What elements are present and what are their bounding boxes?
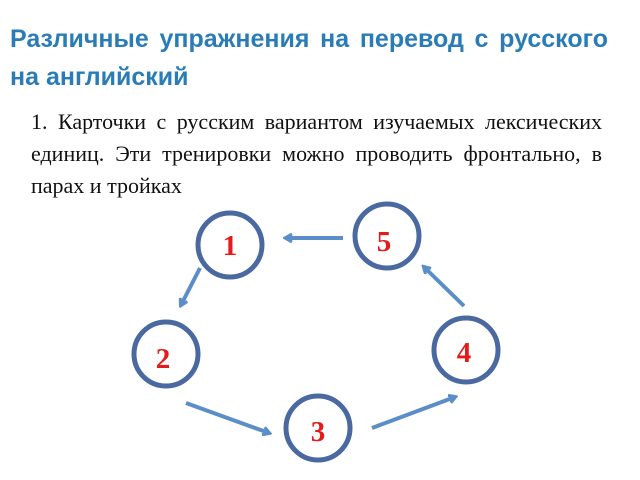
slide-title: Различные упражнения на перевод с русско… [10, 25, 608, 91]
cycle-node-4: 4 [431, 315, 501, 385]
arrow-1-to-2 [181, 267, 202, 305]
svg-text:1: 1 [223, 230, 238, 262]
cycle-node-2: 2 [131, 319, 201, 389]
svg-text:4: 4 [457, 337, 472, 369]
svg-text:2: 2 [156, 343, 171, 375]
svg-text:5: 5 [377, 226, 392, 258]
arrow-2-to-3 [185, 401, 269, 433]
arrow-4-to-5 [424, 267, 466, 308]
cycle-node-1: 1 [195, 210, 265, 280]
svg-text:3: 3 [311, 416, 326, 448]
cycle-node-5: 5 [352, 201, 422, 271]
cycle-node-3: 3 [283, 393, 353, 463]
slide-body-text: 1. Карточки с русским вариантом изучаемы… [31, 109, 602, 198]
arrow-3-to-4 [371, 397, 455, 430]
